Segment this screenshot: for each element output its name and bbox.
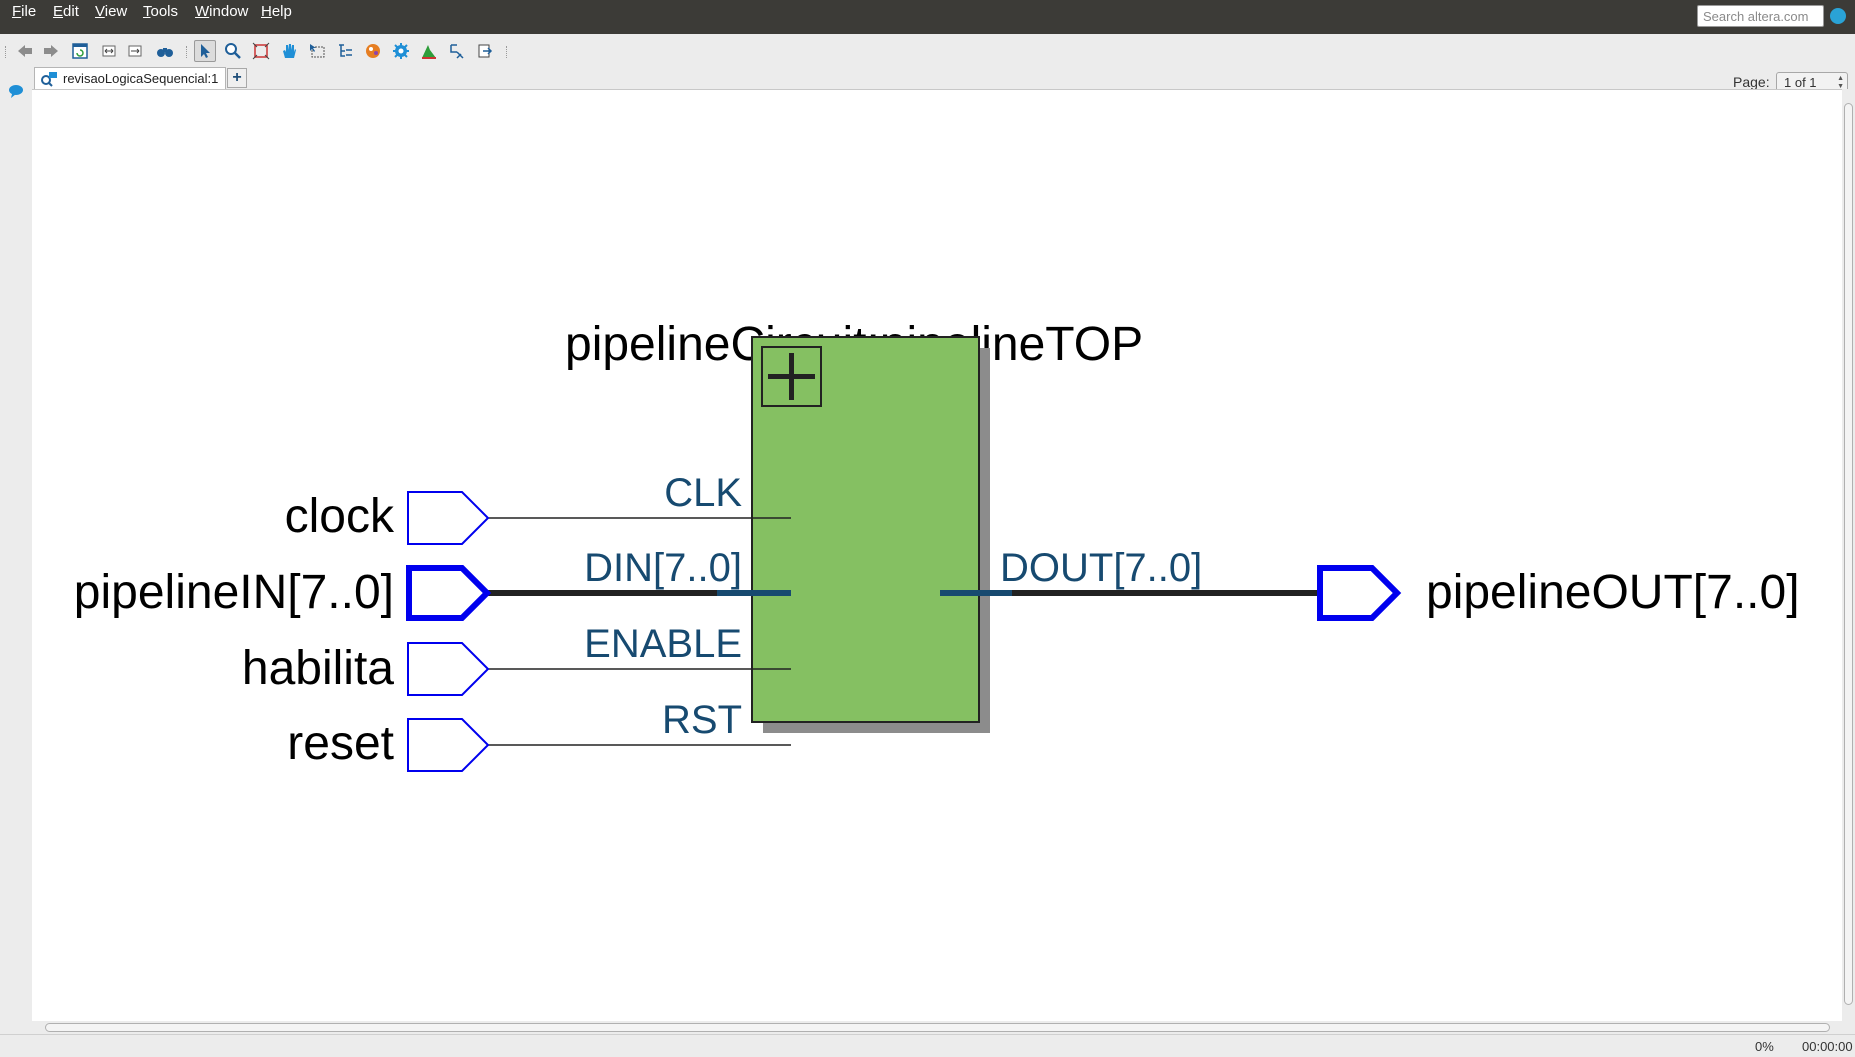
pin-name-habilita: habilita xyxy=(242,642,394,695)
tech-map-icon[interactable] xyxy=(446,40,468,62)
left-side-strip xyxy=(0,66,30,1034)
input-pin-reset[interactable] xyxy=(407,718,490,772)
port-label-clk: CLK xyxy=(664,471,742,515)
globe-icon[interactable] xyxy=(1830,8,1846,24)
input-pin-habilita[interactable] xyxy=(407,642,490,696)
hierarchy-icon[interactable] xyxy=(334,40,356,62)
elapsed-time: 00:00:00 xyxy=(1802,1039,1853,1054)
vertical-scrollbar[interactable] xyxy=(1842,89,1855,1021)
spinner-arrows-icon[interactable]: ▲▼ xyxy=(1837,75,1844,90)
fit-window-icon[interactable] xyxy=(250,40,272,62)
menu-file[interactable]: File xyxy=(12,3,37,20)
horizontal-scrollbar[interactable] xyxy=(32,1021,1842,1034)
schematic-canvas[interactable]: pipelineCircuit:pipelineTOP clock pipeli… xyxy=(32,89,1842,1022)
page-value: 1 of 1 xyxy=(1784,75,1817,90)
pin-name-pipeline-in: pipelineIN[7..0] xyxy=(74,566,394,619)
toolbar-grip[interactable] xyxy=(5,46,9,58)
toolbar-grip[interactable] xyxy=(506,46,510,58)
schematic-tab-icon xyxy=(41,72,57,87)
tab-label: revisaoLogicaSequencial:1 xyxy=(63,71,219,86)
pin-name-pipeline-out: pipelineOUT[7..0] xyxy=(1426,566,1800,619)
toolbar-grip[interactable] xyxy=(186,46,190,58)
pipeline-block[interactable] xyxy=(751,336,980,723)
hand-tool-icon[interactable] xyxy=(278,40,300,62)
menu-view[interactable]: View xyxy=(95,3,128,20)
status-bar: 0% 00:00:00 xyxy=(0,1034,1855,1057)
page-selector[interactable]: 1 of 1 ▲▼ xyxy=(1776,72,1848,94)
schematic-diagram: pipelineCircuit:pipelineTOP clock pipeli… xyxy=(74,318,1800,772)
pin-name-reset: reset xyxy=(287,717,394,770)
input-pin-clock[interactable] xyxy=(407,491,490,545)
export-icon[interactable] xyxy=(474,40,496,62)
netlist-icon[interactable] xyxy=(362,40,384,62)
menu-tools[interactable]: Tools xyxy=(143,3,179,20)
collapse-icon[interactable] xyxy=(98,40,120,62)
select-tool-icon[interactable] xyxy=(194,40,216,62)
back-icon[interactable] xyxy=(14,40,36,62)
forward-icon[interactable] xyxy=(40,40,62,62)
find-icon[interactable] xyxy=(154,40,176,62)
chip-planner-icon[interactable] xyxy=(418,40,440,62)
select-region-icon[interactable] xyxy=(306,40,328,62)
vertical-scroll-thumb[interactable] xyxy=(1844,103,1853,1005)
menu-bar: File Edit View Tools Window Help Search … xyxy=(0,0,1855,34)
refresh-icon[interactable] xyxy=(69,40,91,62)
port-label-enable: ENABLE xyxy=(584,622,742,666)
output-pin-pipeline-out[interactable] xyxy=(1317,565,1402,621)
menu-edit[interactable]: Edit xyxy=(53,3,79,20)
comment-icon[interactable] xyxy=(8,84,24,98)
add-tab-button[interactable]: + xyxy=(227,68,247,88)
port-label-rst: RST xyxy=(662,698,742,742)
expand-icon[interactable] xyxy=(124,40,146,62)
tab-revisao-logica-sequencial[interactable]: revisaoLogicaSequencial:1 xyxy=(34,67,226,89)
search-input[interactable]: Search altera.com xyxy=(1697,5,1824,27)
expand-block-icon[interactable] xyxy=(761,346,822,407)
zoom-icon[interactable] xyxy=(222,40,244,62)
toolbar: Page: 1 of 1 ▲▼ xyxy=(0,34,1855,94)
input-pin-pipeline-in[interactable] xyxy=(406,565,492,621)
horizontal-scroll-thumb[interactable] xyxy=(45,1023,1830,1032)
tab-bar: revisaoLogicaSequencial:1 + xyxy=(30,66,1855,90)
port-label-dout: DOUT[7..0] xyxy=(1000,546,1202,590)
menu-window[interactable]: Window xyxy=(195,3,249,20)
progress-percent: 0% xyxy=(1755,1039,1774,1054)
menu-help[interactable]: Help xyxy=(261,3,292,20)
pin-name-clock: clock xyxy=(285,490,395,543)
settings-icon[interactable] xyxy=(390,40,412,62)
port-label-din: DIN[7..0] xyxy=(584,546,742,590)
page-label: Page: xyxy=(1733,74,1770,90)
